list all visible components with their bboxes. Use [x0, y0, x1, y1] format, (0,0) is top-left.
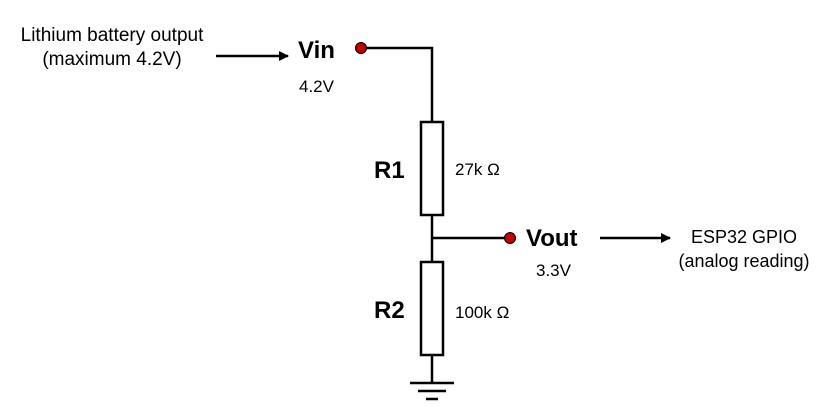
r1-label: R1	[374, 157, 405, 184]
source-label: Lithium battery output (maximum 4.2V)	[2, 26, 222, 69]
vout-node	[504, 232, 516, 244]
vin-node	[355, 42, 367, 54]
source-label-line2: (maximum 4.2V)	[42, 49, 182, 70]
vin-voltage: 4.2V	[299, 77, 334, 96]
resistor-r2	[419, 260, 445, 357]
source-label-line1: Lithium battery output	[20, 25, 204, 46]
vout-voltage: 3.3V	[536, 261, 571, 280]
resistor-r1	[419, 120, 445, 217]
destination-label: ESP32 GPIO (analog reading)	[660, 228, 828, 270]
r2-value: 100k Ω	[455, 303, 510, 322]
ground-icon	[410, 381, 454, 401]
destination-label-line2: (analog reading)	[678, 251, 810, 271]
destination-label-line1: ESP32 GPIO	[690, 227, 798, 247]
vin-label: Vin	[298, 37, 335, 64]
vout-label: Vout	[526, 225, 578, 252]
r2-label: R2	[374, 297, 405, 324]
r1-value: 27k Ω	[455, 160, 500, 179]
wire-vin-to-r1	[361, 46, 434, 122]
